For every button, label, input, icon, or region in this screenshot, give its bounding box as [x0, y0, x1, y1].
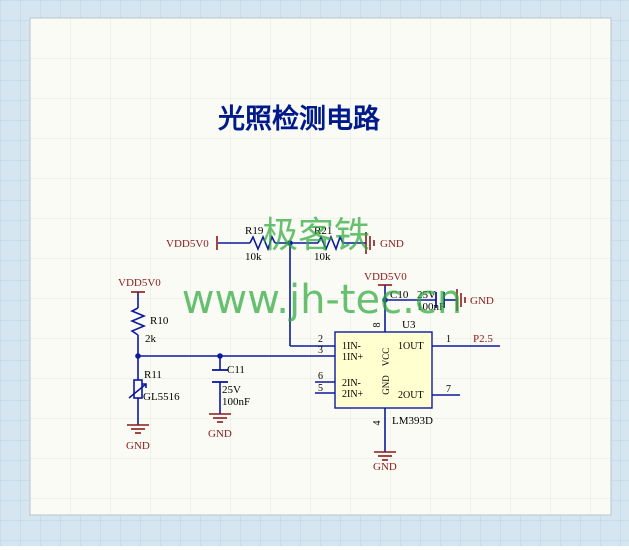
pin-num-5: 5 [318, 383, 323, 394]
gnd-ic-label: GND [373, 461, 397, 473]
pin-num-3: 3 [318, 345, 323, 356]
u3-part-label: LM393D [392, 415, 433, 427]
u3-label: U3 [402, 319, 416, 331]
gnd-left-label: GND [126, 440, 150, 452]
vdd-ic-label: VDD5V0 [364, 271, 407, 283]
r10-label: R10 [150, 315, 169, 327]
pin-gnd: GND [381, 375, 391, 395]
r19-value: 10k [245, 251, 262, 263]
vdd-top-label: VDD5V0 [166, 238, 209, 250]
r10-value: 2k [145, 333, 157, 345]
pin-num-7: 7 [446, 384, 451, 395]
c10-symbol [435, 292, 445, 308]
c10-label: C10 [390, 289, 409, 301]
r11-photoresistor-symbol [128, 379, 147, 399]
u3-ic-body [334, 331, 433, 409]
c11-label: C11 [227, 364, 245, 376]
pin-vcc: VCC [381, 348, 391, 367]
r21-value: 10k [314, 251, 331, 263]
c11-voltage: 25V [222, 384, 241, 396]
r19-symbol [249, 234, 276, 252]
watermark: 极客铁 www.jh-tec.cn [182, 215, 462, 323]
sheet-grid [30, 18, 611, 515]
page-title: 光照检测电路 [217, 103, 381, 135]
gnd-top-label: GND [380, 238, 404, 250]
c11-symbol [212, 369, 228, 383]
gnd-c10-label: GND [470, 295, 494, 307]
pin-2in-plus: 2IN+ [342, 389, 364, 400]
r11-label: R11 [144, 369, 162, 381]
c10-voltage: 25V [417, 289, 436, 301]
c10-value: 100nF [417, 301, 445, 313]
labels: VDD5V0 R19 10k R21 10k GND VDD5V0 R10 2k… [118, 225, 494, 473]
pin-num-6: 6 [318, 371, 323, 382]
pin-num-2: 2 [318, 334, 323, 345]
r10-symbol [129, 307, 147, 336]
watermark-cn: 极客铁 [262, 215, 370, 256]
r11-value: GL5516 [143, 391, 180, 403]
vdd-left-label: VDD5V0 [118, 277, 161, 289]
pin-1in-plus: 1IN+ [342, 352, 364, 363]
pin-2in-minus: 2IN- [342, 378, 361, 389]
r19-label: R19 [245, 225, 264, 237]
pin-num-4: 4 [372, 421, 383, 426]
power-ports [127, 232, 466, 461]
pin-num-8: 8 [372, 323, 383, 328]
gnd-c11-label: GND [208, 428, 232, 440]
net-p25-label: P2.5 [473, 333, 493, 345]
pin-num-1: 1 [446, 334, 451, 345]
watermark-url: www.jh-tec.cn [182, 277, 462, 323]
r21-label: R21 [314, 225, 332, 237]
r21-symbol [317, 234, 344, 252]
junctions [135, 240, 388, 359]
pin-1out: 1OUT [398, 341, 424, 352]
pin-2out: 2OUT [398, 390, 424, 401]
c11-value: 100nF [222, 396, 250, 408]
pin-1in-minus: 1IN- [342, 341, 361, 352]
